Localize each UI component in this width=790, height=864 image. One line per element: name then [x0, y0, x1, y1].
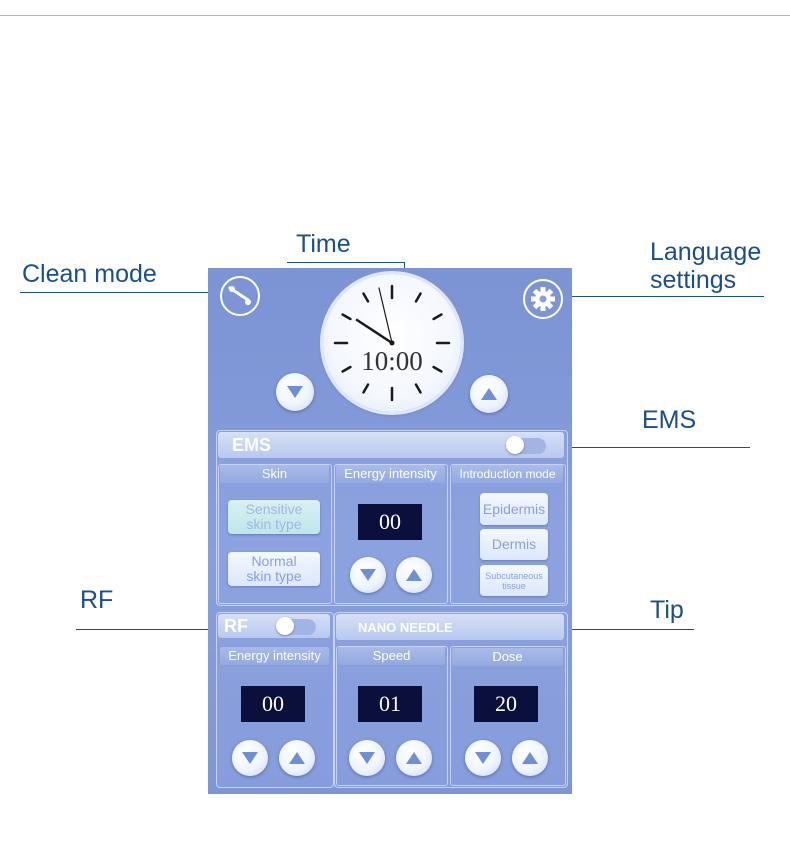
callout-language-2: settings [650, 266, 737, 294]
callout-tip-line [488, 629, 694, 630]
ems-energy-up-button[interactable] [396, 557, 432, 593]
subcutaneous-tissue-button[interactable]: Subcutaneous tissue [480, 565, 548, 596]
clock-face: 10:00 [323, 274, 461, 412]
callout-language-line [548, 296, 764, 297]
callout-tip: Tip [650, 596, 684, 624]
nano-needle-header: NANO NEEDLE [336, 614, 564, 640]
arrow-down-icon [287, 386, 303, 398]
ems-toggle-knob [506, 436, 524, 454]
rf-toggle-knob [276, 617, 294, 635]
speed-column [336, 646, 448, 786]
dose-down-button[interactable] [465, 740, 501, 776]
ems-skin-header: Skin [220, 465, 329, 483]
subcutaneous-label-2: tissue [502, 580, 526, 591]
sensitive-skin-label-1: Sensitive [245, 501, 303, 517]
dose-up-button[interactable] [512, 740, 548, 776]
epidermis-button[interactable]: Epidermis [480, 493, 548, 525]
ems-title: EMS [232, 435, 272, 455]
callout-time-line [287, 262, 405, 263]
callout-time: Time [296, 230, 351, 258]
ems-energy-display: 00 [358, 504, 422, 540]
time-up-button[interactable] [470, 375, 508, 413]
callout-ems: EMS [642, 406, 697, 434]
callout-rf-line [76, 629, 288, 630]
arrow-down-icon [242, 752, 258, 764]
clean-mode-icon[interactable] [220, 276, 260, 316]
rf-energy-display: 00 [241, 686, 305, 722]
arrow-down-icon [360, 569, 376, 581]
ems-skin-column [218, 464, 332, 604]
sensitive-skin-label-2: skin type [246, 516, 302, 532]
epidermis-label: Epidermis [482, 500, 546, 517]
ems-header: EMS [218, 432, 564, 458]
normal-skin-label-2: skin type [246, 568, 302, 584]
arrow-up-icon [522, 752, 538, 764]
arrow-up-icon [481, 388, 497, 400]
speed-header: Speed [338, 647, 445, 665]
arrow-up-icon [406, 752, 422, 764]
sensitive-skin-button[interactable]: Sensitive skin type [228, 500, 320, 534]
ems-toggle[interactable] [506, 436, 546, 454]
normal-skin-button[interactable]: Normal skin type [228, 552, 320, 586]
ems-intro-column [450, 464, 566, 604]
top-divider [0, 15, 790, 16]
subcutaneous-label-1: Subcutaneous [485, 570, 543, 581]
speed-up-button[interactable] [396, 740, 432, 776]
callout-clean-mode: Clean mode [22, 260, 157, 288]
clock-time-text: 10:00 [361, 346, 423, 376]
arrow-up-icon [289, 752, 305, 764]
rf-energy-up-button[interactable] [279, 740, 315, 776]
arrow-up-icon [406, 569, 422, 581]
ems-energy-header: Energy intensity [336, 465, 445, 483]
dermis-label: Dermis [491, 536, 537, 552]
normal-skin-label-1: Normal [251, 553, 297, 569]
rf-toggle[interactable] [276, 617, 316, 635]
arrow-down-icon [359, 752, 375, 764]
ems-energy-down-button[interactable] [350, 557, 386, 593]
nano-needle-title: NANO NEEDLE [358, 620, 453, 635]
dose-header: Dose [452, 648, 563, 666]
time-down-button[interactable] [276, 373, 314, 411]
ems-intro-header: Introduction mode [452, 465, 563, 483]
rf-title: RF [224, 616, 248, 636]
rf-energy-down-button[interactable] [232, 740, 268, 776]
ems-energy-column [334, 464, 448, 604]
callout-language-1: Language [650, 238, 762, 266]
dose-display: 20 [474, 686, 538, 722]
arrow-down-icon [475, 752, 491, 764]
rf-header: RF [218, 614, 330, 638]
dermis-button[interactable]: Dermis [480, 529, 548, 560]
callout-rf: RF [80, 586, 114, 614]
rf-energy-header: Energy intensity [220, 647, 329, 665]
speed-down-button[interactable] [349, 740, 385, 776]
callout-clean-line [20, 292, 238, 293]
speed-display: 01 [358, 686, 422, 722]
gear-icon[interactable] [523, 279, 563, 319]
callout-ems-line [524, 447, 750, 448]
dose-column [450, 646, 566, 786]
